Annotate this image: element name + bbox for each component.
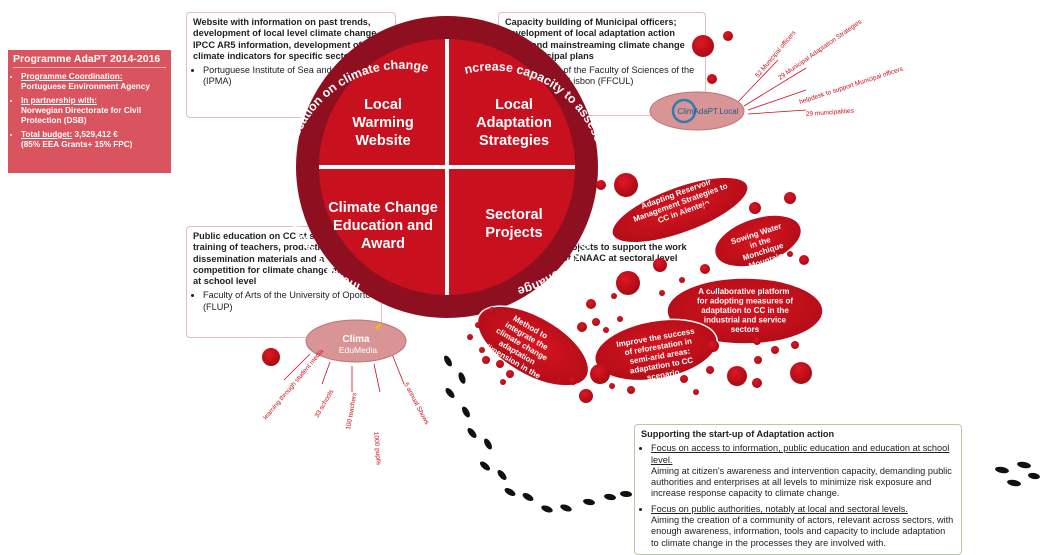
supporting-item-1-label: Focus on access to information, public e… (651, 443, 950, 465)
climaedu-connectors (283, 353, 405, 393)
q1-line2: Warming (352, 115, 414, 131)
budget-note: (85% EEA Grants+ 15% FPC) (21, 140, 133, 149)
project-text-reforestation: Improve the success of reforestation ins… (616, 326, 704, 386)
partnership-item: In partnership with: Norwegian Directora… (21, 96, 166, 126)
coordination-value: Portuguese Environment Agency (21, 82, 150, 91)
decorative-dots (262, 31, 812, 403)
project-ellipse-reservoir (611, 176, 749, 244)
climadapt-connectors (735, 59, 807, 115)
q2-line1: Local (495, 97, 533, 113)
climadapt-logo-text: ClimAdaPT.Local (678, 107, 739, 116)
climaedu-label-2: 33 schools (314, 388, 336, 419)
capacity-info-partner: Foundation of the Faculty of Sciences of… (515, 65, 699, 88)
programme-box: Programme AdaPT 2014-2016 Programme Coor… (8, 50, 171, 173)
coordination-item: Programme Coordination: Portuguese Envir… (21, 72, 166, 92)
climaedu-label-3: 100 teachers (345, 391, 359, 430)
partnership-label: In partnership with: (21, 96, 97, 105)
coordination-label: Programme Coordination: (21, 72, 123, 81)
footprints-icon (444, 355, 1040, 513)
climadapt-label-4: 29 municipalities (806, 108, 855, 118)
climaedu-oval (305, 319, 407, 363)
q1-line3: Website (355, 133, 410, 149)
programme-title: Programme AdaPT 2014-2016 (13, 53, 166, 68)
project-text-platform-line-4: industrial and service (704, 316, 787, 325)
climaedu-pencil-icon (374, 322, 382, 329)
supporting-item-2: Focus on public authorities, notably at … (651, 504, 955, 549)
project-text-platform-line-3: adaptation to CC in the (701, 306, 789, 315)
main-circle (296, 16, 598, 318)
q3-line1: Climate Change (328, 200, 438, 216)
project-text-platform-line-2: for adopting measures of (697, 297, 793, 306)
project-text-platform: A collaborative platform for adopting me… (697, 287, 793, 334)
project-ellipse-tourism (476, 305, 590, 387)
q2-line2: Adaptation (476, 115, 552, 131)
climaedu-label-4: 1000 pupils (372, 432, 382, 466)
budget-item: Total budget: 3,529,412 € (85% EEA Grant… (21, 130, 166, 150)
project-text-platform-line-1: A collaborative platform (698, 287, 789, 296)
budget-value: 3,529,412 € (72, 130, 118, 139)
q2-line3: Strategies (479, 133, 549, 149)
projects-caption: Projects to support the work of ENAAC at… (562, 242, 687, 264)
q3-line2: Education and (333, 218, 433, 234)
capacity-info-title: Capacity building of Municipal officers;… (505, 17, 685, 61)
supporting-item-2-text: Aiming the creation of a community of ac… (651, 515, 954, 548)
climaedu-logo-line2: EduMedia (339, 345, 378, 355)
climadapt-oval (649, 91, 745, 131)
budget-label: Total budget: (21, 130, 73, 139)
climaedu-logo: Clima EduMedia (305, 319, 407, 363)
q4-line2: Projects (485, 225, 542, 241)
q3-line3: Award (361, 236, 405, 252)
q1-line1: Local (364, 97, 402, 113)
project-ellipse-sowing (713, 214, 803, 268)
project-text-platform-line-5: sectors (731, 325, 760, 334)
supporting-item-1: Focus on access to information, public e… (651, 443, 955, 499)
climaedu-label-5: 5 annual Shows (402, 382, 430, 427)
supporting-title: Supporting the start-up of Adaptation ac… (641, 429, 835, 439)
climadapt-globe-icon (671, 98, 697, 124)
supporting-item-1-text: Aiming at citizen's awareness and interv… (651, 465, 952, 499)
supporting-item-2-label: Focus on public authorities, notably at … (651, 503, 908, 514)
supporting-box: Supporting the start-up of Adaptation ac… (634, 424, 962, 555)
project-ellipse-reforestation (593, 318, 719, 382)
education-info-title: Public education on CC at school level, … (193, 231, 375, 287)
partnership-value: Norwegian Directorate for Civil Protecti… (21, 106, 142, 125)
website-info-title: Website with information on past trends,… (193, 17, 377, 61)
education-info-partner: Faculty of Arts of the University of Opo… (203, 290, 375, 313)
climadapt-label-2: 29 Municipal Adaptation Strategies (777, 18, 864, 82)
climaedu-logo-line1: Clima (342, 334, 370, 345)
project-ellipses (476, 176, 824, 387)
climadapt-label-3: helpdesk to support Municipal officers (798, 65, 904, 105)
q4-line1: Sectoral (485, 207, 542, 223)
website-info-partner: Portuguese Institute of Sea and Atmosphe… (203, 65, 389, 88)
climadapt-logo: ClimAdaPT.Local (649, 91, 745, 131)
